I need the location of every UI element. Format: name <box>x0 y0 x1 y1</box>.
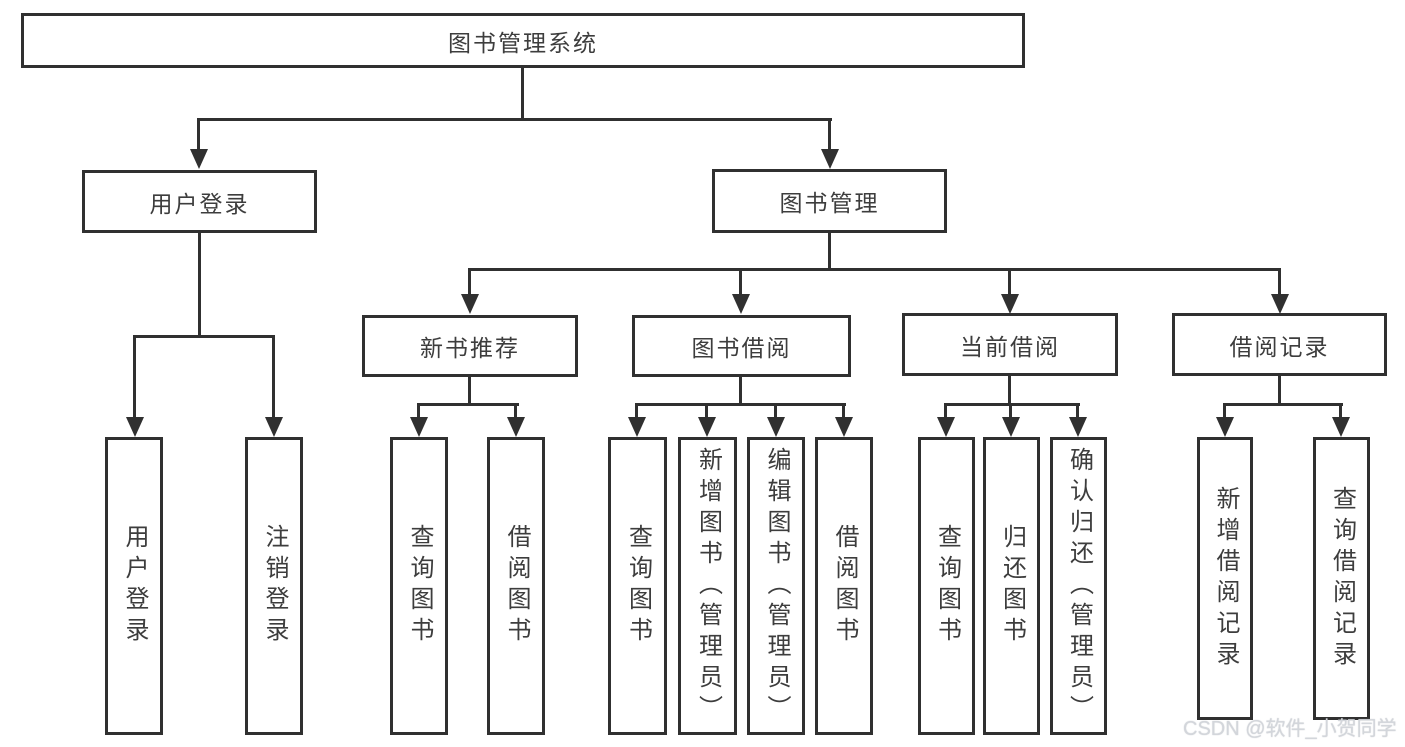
connector-vline <box>842 403 845 420</box>
connector-vline <box>635 403 638 420</box>
leaf-label: 新增图书（管理员） <box>694 446 722 726</box>
leaf-label: 借阅图书 <box>503 524 530 648</box>
connector-vline <box>1008 375 1011 406</box>
connector-hline <box>417 403 519 406</box>
leaf-label: 新增借阅记录 <box>1212 485 1239 672</box>
node-library-system: 图书管理系统 <box>21 13 1025 68</box>
connector-vline <box>828 118 831 152</box>
connector-vline <box>739 375 742 406</box>
arrow-down-icon <box>265 417 283 437</box>
connector-vline <box>521 66 524 120</box>
arrow-down-icon <box>190 149 208 169</box>
connector-vline <box>514 403 517 420</box>
connector-vline <box>1278 375 1281 406</box>
leaf-label: 查询图书 <box>624 524 652 648</box>
connector-vline <box>1009 403 1012 420</box>
arrow-down-icon <box>767 417 785 437</box>
connector-vline <box>1076 403 1079 420</box>
leaf-label: 查询图书 <box>406 524 433 648</box>
node-new-book-recommend: 新书推荐 <box>362 315 578 377</box>
leaf-logout: 注销登录 <box>245 437 303 735</box>
leaf-label: 用户登录 <box>121 524 148 648</box>
connector-vline <box>198 233 201 337</box>
connector-hline <box>197 118 832 121</box>
arrow-down-icon <box>126 417 144 437</box>
connector-vline <box>1339 403 1342 420</box>
node-label: 当前借阅 <box>960 333 1060 360</box>
connector-hline <box>133 335 275 338</box>
leaf-label: 查询借阅记录 <box>1328 485 1356 672</box>
node-book-management: 图书管理 <box>712 169 947 233</box>
arrow-down-icon <box>1002 417 1020 437</box>
connector-vline <box>468 268 471 298</box>
arrow-down-icon <box>821 149 839 169</box>
leaf-add-books-admin: 新增图书（管理员） <box>678 437 737 735</box>
arrow-down-icon <box>1332 417 1350 437</box>
leaf-add-borrow-record: 新增借阅记录 <box>1197 437 1253 720</box>
arrow-down-icon <box>507 417 525 437</box>
connector-vline <box>197 118 200 152</box>
connector-hline <box>1223 403 1343 406</box>
connector-hline <box>468 268 1281 271</box>
leaf-query-borrow-record: 查询借阅记录 <box>1313 437 1370 720</box>
node-user-login: 用户登录 <box>82 170 317 233</box>
leaf-borrow-books: 借阅图书 <box>487 437 545 735</box>
node-label: 新书推荐 <box>420 335 520 361</box>
leaf-query-books: 查询图书 <box>918 437 975 735</box>
node-label: 图书管理 <box>779 190 880 216</box>
leaf-label: 确认归还（管理员） <box>1065 446 1093 726</box>
leaf-confirm-return-admin: 确认归还（管理员） <box>1050 437 1107 735</box>
node-book-borrowing: 图书借阅 <box>632 315 851 377</box>
connector-vline <box>468 375 471 406</box>
leaf-label: 归还图书 <box>998 524 1026 648</box>
arrow-down-icon <box>1069 417 1087 437</box>
leaf-label: 注销登录 <box>261 524 288 648</box>
arrow-down-icon <box>835 417 853 437</box>
node-label: 借阅记录 <box>1229 333 1330 360</box>
node-label: 图书借阅 <box>691 335 792 361</box>
arrow-down-icon <box>1271 294 1289 314</box>
watermark: CSDN @软件_小贺同学 <box>1183 718 1397 740</box>
node-current-borrowing: 当前借阅 <box>902 313 1118 376</box>
arrow-down-icon <box>732 294 750 314</box>
leaf-user-login: 用户登录 <box>105 437 163 735</box>
connector-vline <box>705 403 708 420</box>
connector-vline <box>1278 268 1281 298</box>
leaf-query-books: 查询图书 <box>390 437 448 735</box>
connector-vline <box>272 335 275 420</box>
connector-vline <box>944 403 947 420</box>
arrow-down-icon <box>1216 417 1234 437</box>
leaf-return-books: 归还图书 <box>983 437 1040 735</box>
node-label: 用户登录 <box>149 190 250 217</box>
leaf-borrow-books: 借阅图书 <box>815 437 873 735</box>
connector-vline <box>739 268 742 298</box>
leaf-edit-books-admin: 编辑图书（管理员） <box>747 437 805 735</box>
leaf-label: 查询图书 <box>933 524 961 648</box>
node-borrowing-records: 借阅记录 <box>1172 313 1387 376</box>
connector-vline <box>828 233 831 270</box>
arrow-down-icon <box>461 294 479 314</box>
connector-vline <box>1223 403 1226 420</box>
node-label: 图书管理系统 <box>448 29 598 56</box>
arrow-down-icon <box>698 417 716 437</box>
connector-vline <box>133 335 136 420</box>
leaf-label: 编辑图书（管理员） <box>763 446 790 726</box>
arrow-down-icon <box>410 417 428 437</box>
connector-hline <box>635 403 846 406</box>
arrow-down-icon <box>1001 294 1019 314</box>
connector-vline <box>417 403 420 420</box>
connector-hline <box>944 403 1080 406</box>
connector-vline <box>774 403 777 420</box>
connector-vline <box>1008 268 1011 298</box>
arrow-down-icon <box>628 417 646 437</box>
leaf-label: 借阅图书 <box>831 524 858 648</box>
leaf-query-books: 查询图书 <box>608 437 667 735</box>
arrow-down-icon <box>937 417 955 437</box>
